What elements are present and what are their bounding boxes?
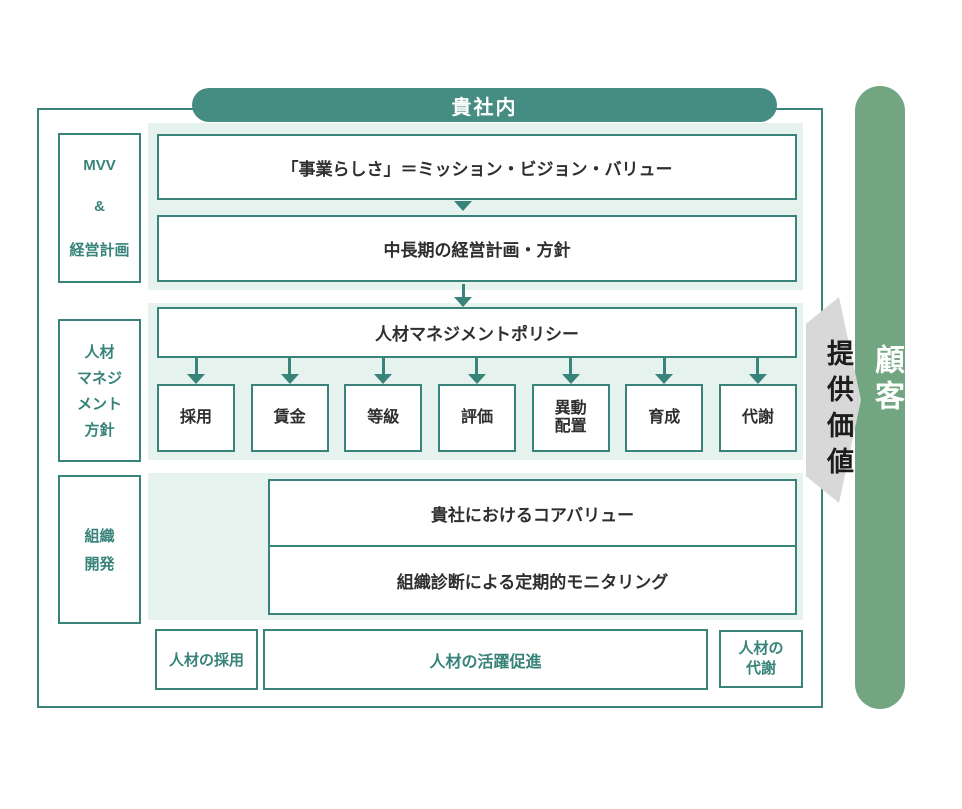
- mvv-box: 「事業らしさ」＝ミッション・ビジョン・バリュー: [157, 134, 797, 200]
- talent-exit-line: 人材の: [738, 639, 784, 657]
- sidebar-box-mvv-keiei: MVV & 経営計画: [58, 133, 141, 283]
- customer-label: 顧客: [870, 344, 903, 416]
- down-arrow-icon: [454, 284, 472, 307]
- hr-function-col: 代謝: [718, 358, 797, 452]
- down-arrowhead-icon: [454, 201, 472, 211]
- monitoring-box: 組織診断による定期的モニタリング: [268, 545, 797, 615]
- arrow-head: [187, 374, 205, 384]
- policy-box: 人材マネジメントポリシー: [157, 307, 797, 358]
- hr-function-col: 採用: [157, 358, 235, 452]
- down-arrow-icon: [467, 358, 486, 384]
- midterm-plan-box: 中長期の経営計画・方針: [157, 215, 797, 282]
- down-arrow-icon: [187, 358, 205, 384]
- talent-exit-box: 人材の 代謝: [719, 630, 803, 688]
- arrow-shaft: [569, 358, 573, 374]
- core-value-label: 貴社におけるコアバリュー: [430, 505, 635, 525]
- sidebar-box-soshiki-kaihatsu: 組織 開発: [58, 475, 141, 624]
- hr-function-box: 賃金: [250, 384, 329, 452]
- hr-function-col: 異動 配置: [531, 358, 610, 452]
- talent-promotion-label: 人材の活躍促進: [429, 653, 542, 671]
- arrow-shaft: [461, 284, 465, 297]
- company-pill-label: 貴社内: [451, 96, 518, 119]
- arrow-shaft: [381, 358, 385, 374]
- core-value-box: 貴社におけるコアバリュー: [268, 479, 797, 547]
- hr-function-box: 採用: [157, 384, 235, 452]
- hr-function-col: 評価: [437, 358, 516, 452]
- hr-function-col: 賃金: [250, 358, 329, 452]
- sidebar-box-line: メント: [76, 396, 122, 413]
- hr-function-col: 等級: [344, 358, 423, 452]
- arrow-head: [467, 374, 486, 384]
- arrow-shaft: [475, 358, 479, 374]
- company-pill: 貴社内: [192, 88, 777, 122]
- sidebar-box-jinzai-policy: 人材 マネジ メント 方針: [58, 319, 141, 462]
- hr-function-box: 異動 配置: [531, 384, 610, 452]
- down-arrow-icon: [655, 358, 674, 384]
- sidebar-box-line: 組織: [84, 528, 115, 545]
- arrow-head: [561, 374, 580, 384]
- sidebar-box-line: &: [94, 197, 105, 215]
- arrow-head: [748, 374, 767, 384]
- down-arrow-icon: [561, 358, 580, 384]
- down-arrow-icon: [748, 358, 767, 384]
- arrow-shaft: [194, 358, 198, 374]
- arrow-head: [655, 374, 674, 384]
- hr-function-row: 採用 賃金 等級 評価 異動 配置 育成 代謝: [157, 358, 797, 452]
- hr-function-box: 等級: [344, 384, 423, 452]
- sidebar-box-line: 人材: [84, 344, 115, 361]
- arrow-shaft: [662, 358, 666, 374]
- mvv-box-label: 「事業らしさ」＝ミッション・ビジョン・バリュー: [281, 159, 673, 179]
- customer-bar: [855, 86, 905, 709]
- talent-promotion-box: 人材の活躍促進: [263, 629, 708, 690]
- sidebar-box-line: MVV: [83, 156, 116, 174]
- talent-hiring-label: 人材の採用: [168, 652, 244, 669]
- down-arrow-icon: [280, 358, 299, 384]
- sidebar-box-line: 開発: [84, 556, 115, 573]
- hr-function-box: 育成: [625, 384, 704, 452]
- sidebar-box-line: マネジ: [76, 370, 122, 387]
- talent-exit-line: 代謝: [745, 660, 776, 677]
- arrow-shaft: [288, 358, 292, 374]
- arrow-shaft: [756, 358, 760, 374]
- arrow-head: [454, 297, 472, 307]
- arrow-head: [374, 374, 393, 384]
- talent-hiring-box: 人材の採用: [155, 629, 258, 690]
- sidebar-box-line: 方針: [84, 422, 115, 439]
- down-arrow-icon: [374, 358, 393, 384]
- sidebar-box-line: 経営計画: [69, 241, 130, 259]
- midterm-plan-label: 中長期の経営計画・方針: [383, 241, 571, 260]
- provided-value-label: 提供価値: [823, 339, 853, 483]
- policy-box-label: 人材マネジメントポリシー: [375, 325, 579, 344]
- arrow-head: [280, 374, 299, 384]
- hr-function-col: 育成: [625, 358, 704, 452]
- hr-function-box: 代謝: [718, 384, 797, 452]
- monitoring-label: 組織診断による定期的モニタリング: [396, 572, 669, 592]
- hr-function-box: 評価: [437, 384, 516, 452]
